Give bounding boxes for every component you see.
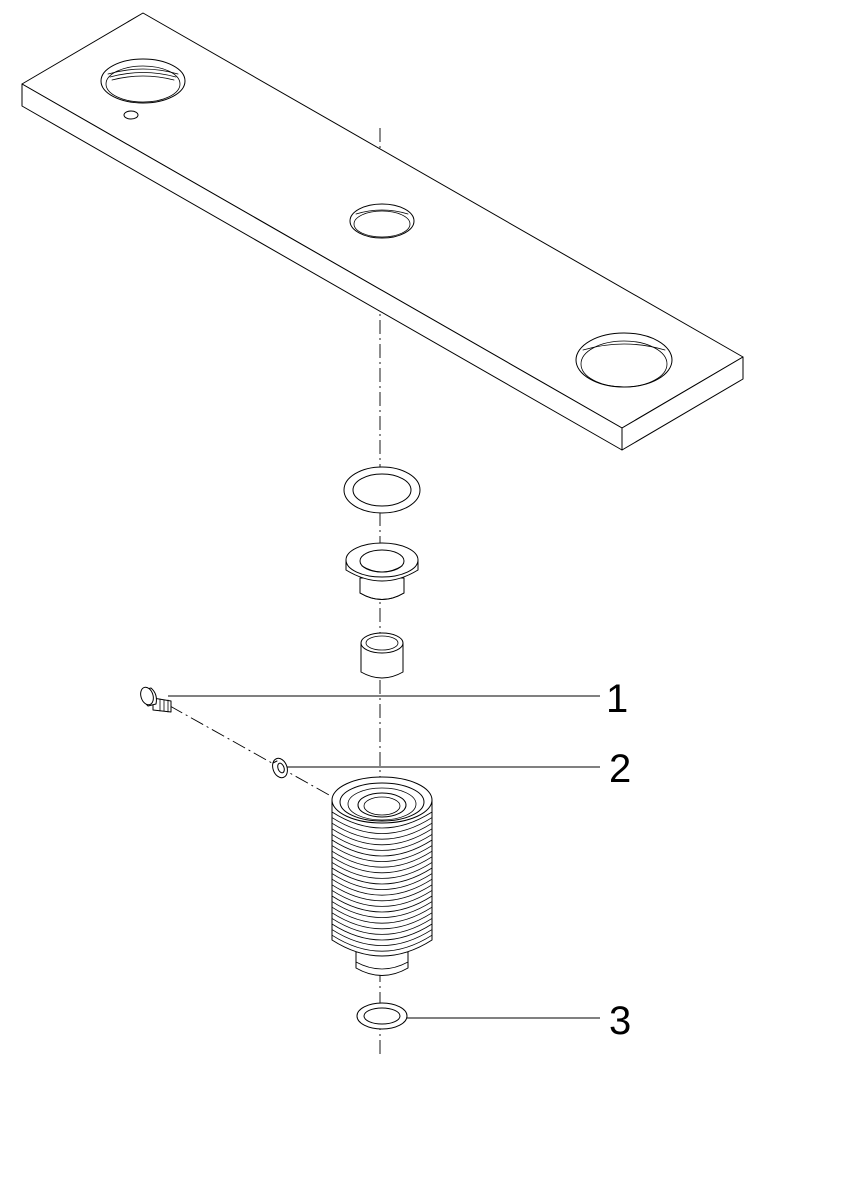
retaining-ring-part-2 [272, 757, 288, 779]
thread-ring [331, 923, 433, 941]
flanged-bushing [345, 542, 419, 600]
thread-ring [331, 912, 433, 930]
sleeve [360, 632, 404, 679]
callout-label-2: 2 [609, 747, 631, 791]
thread-ring [331, 834, 433, 851]
thread-ring [331, 850, 433, 868]
thread-ring [331, 811, 433, 829]
flat-ring [343, 466, 421, 514]
screw-part-1 [140, 686, 172, 713]
thread-ring [331, 845, 433, 862]
thread-ring [331, 878, 433, 896]
thread-ring [331, 817, 433, 834]
plate-hole-left [100, 58, 186, 120]
thread-ring [331, 906, 433, 924]
thread-ring [331, 934, 433, 952]
thread-ring [331, 839, 433, 857]
thread-ring [331, 873, 433, 890]
thread-ring [331, 890, 433, 907]
threaded-body [331, 776, 433, 976]
plate-hole-right [575, 332, 673, 388]
screw-axis-line [169, 705, 339, 801]
plate-hole-center [349, 203, 415, 239]
thread-ring [331, 929, 433, 946]
thread-ring [331, 828, 433, 846]
thread-ring [331, 918, 433, 935]
thread-ring [331, 884, 433, 902]
thread-ring [331, 822, 433, 840]
thread-ring [331, 862, 433, 879]
callout-label-3: 3 [609, 999, 631, 1043]
thread-ring [331, 901, 433, 918]
thread-lines [331, 811, 433, 952]
mounting-plate [21, 12, 744, 451]
thread-ring [331, 895, 433, 913]
thread-ring [331, 867, 433, 885]
o-ring-part-3 [356, 1002, 408, 1030]
thread-ring [331, 856, 433, 874]
callout-label-1: 1 [606, 677, 628, 721]
